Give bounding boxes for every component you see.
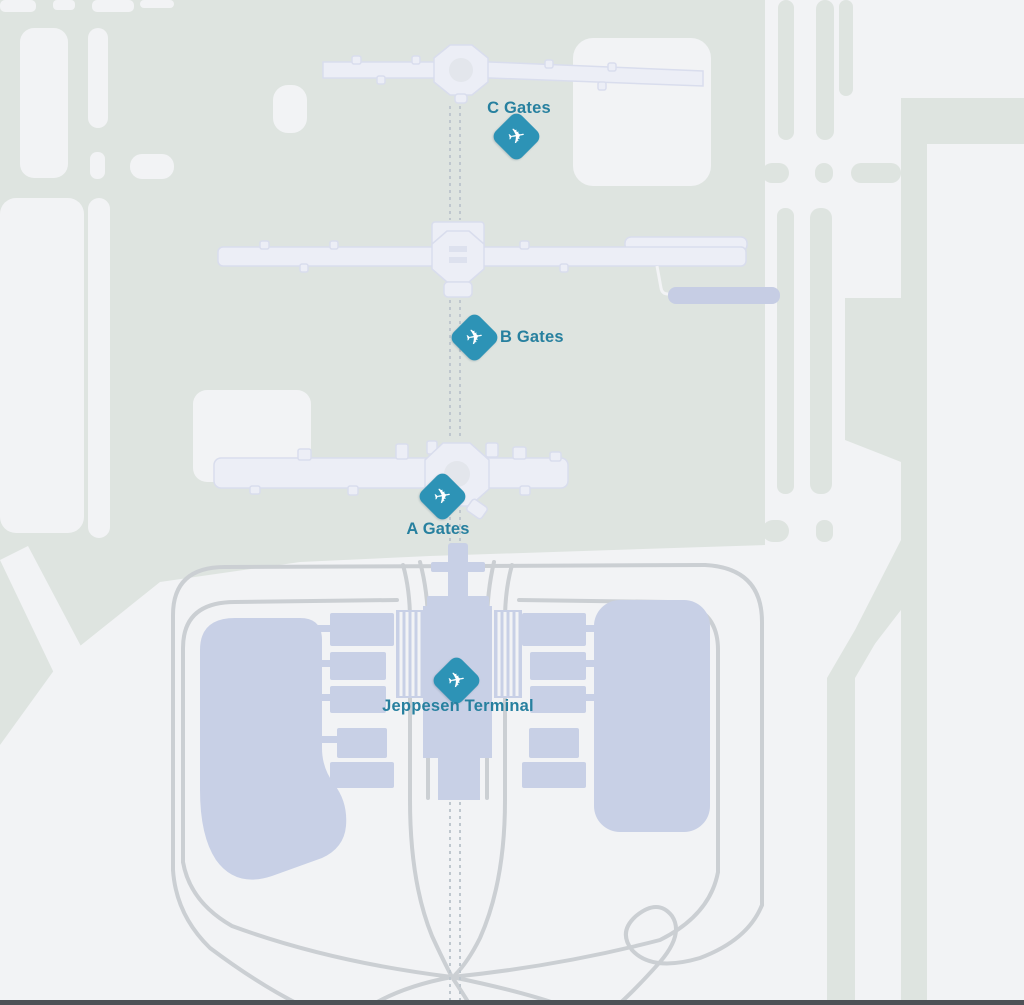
label-c-gates: C Gates <box>487 99 551 117</box>
plane-icon: ✈ <box>505 123 528 150</box>
plane-icon: ✈ <box>463 324 486 351</box>
ladder-bridge-stripes <box>399 612 519 696</box>
concourse-c <box>322 44 704 104</box>
label-b-gates: B Gates <box>500 328 564 346</box>
concourse-b <box>217 221 780 304</box>
plane-icon: ✈ <box>431 483 454 510</box>
parking-lot-west <box>200 618 347 880</box>
label-jeppesen-terminal: Jeppesen Terminal <box>382 697 534 715</box>
train-line <box>449 106 461 1002</box>
label-a-gates: A Gates <box>406 520 470 538</box>
plane-icon: ✈ <box>445 667 468 694</box>
map-edge-line <box>0 1000 1024 1005</box>
west-access-road <box>0 546 140 782</box>
parking-lot-east <box>594 600 710 832</box>
east-airfield-surface <box>765 0 1024 1005</box>
east-taxiway-strips <box>762 0 1024 1005</box>
apron-pads-northwest <box>0 0 711 538</box>
